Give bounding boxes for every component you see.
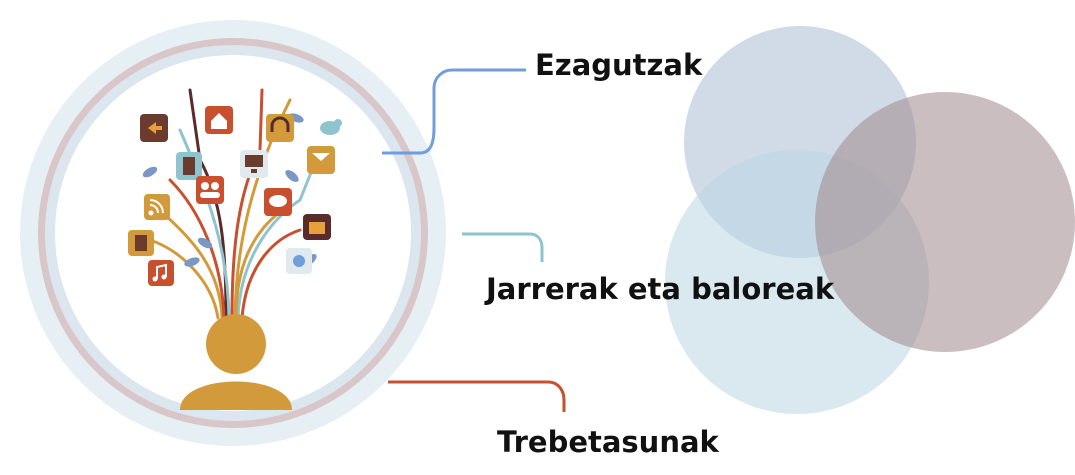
knowledge-connector bbox=[382, 68, 526, 155]
skills-label: Trebetasunak bbox=[497, 425, 719, 459]
skills-connector bbox=[388, 380, 566, 412]
person-icon bbox=[180, 314, 292, 410]
document-icon bbox=[128, 230, 154, 256]
venn-circle-skills bbox=[815, 92, 1075, 352]
tablet-icon bbox=[176, 152, 202, 180]
chat-icon bbox=[264, 188, 292, 216]
rss-icon bbox=[144, 194, 170, 220]
share-icon bbox=[140, 114, 168, 142]
person-network-circle bbox=[20, 20, 446, 446]
inner-circle bbox=[55, 55, 411, 411]
home-icon bbox=[205, 106, 233, 134]
mail-icon bbox=[307, 146, 335, 174]
music-icon bbox=[148, 260, 174, 286]
venn-diagram bbox=[665, 26, 1075, 414]
knowledge-label: Ezagutzak bbox=[535, 48, 703, 82]
camera-icon bbox=[286, 248, 312, 274]
headphones-icon bbox=[266, 114, 294, 142]
monitor-icon bbox=[240, 150, 268, 178]
attitudes-connector bbox=[462, 232, 544, 262]
bird-icon bbox=[320, 119, 342, 135]
folder-icon bbox=[303, 214, 331, 240]
attitudes-label: Jarrerak eta baloreak bbox=[486, 272, 835, 306]
users-icon bbox=[196, 176, 224, 204]
